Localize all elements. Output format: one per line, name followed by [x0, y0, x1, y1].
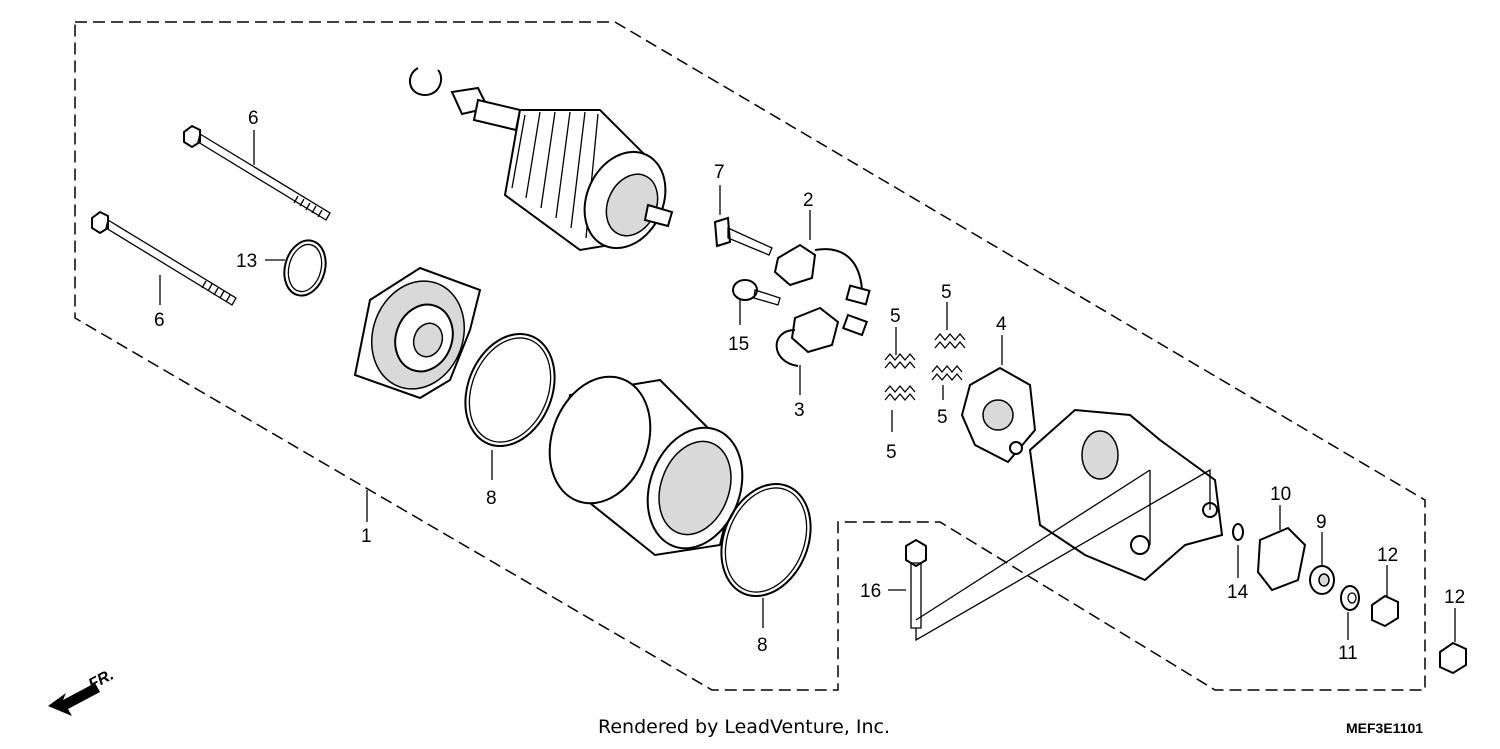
callout-5d: 5: [886, 442, 897, 463]
callout-5b: 5: [890, 306, 901, 327]
callout-8a: 8: [486, 488, 497, 509]
nut-12-outer: [1439, 641, 1467, 675]
callout-4: 4: [996, 314, 1007, 335]
callout-7: 7: [714, 162, 725, 183]
callout-13: 13: [236, 251, 257, 272]
callout-5c: 5: [937, 407, 948, 428]
callout-6a: 6: [248, 108, 259, 129]
assembly-boundary: [74, 21, 1426, 691]
yoke-housing: [548, 375, 744, 557]
armature: [450, 86, 674, 252]
callout-8b: 8: [757, 635, 768, 656]
callout-numbers: 1 2 3 4 5 5 5 5 6 6 7 8 8 9 10 11 12 12 …: [154, 108, 1465, 664]
diagram-code: MEF3E1101: [1346, 720, 1424, 736]
snap-ring: [409, 67, 443, 97]
washer-14: [1232, 523, 1244, 541]
o-ring-13: [283, 239, 327, 297]
rear-cover: [1028, 408, 1224, 582]
washer-9: [1309, 565, 1335, 595]
terminal-insulator-10: [1256, 526, 1307, 592]
screw-15: [732, 279, 781, 306]
nut-12-inner: [1371, 594, 1399, 628]
brush-holder-3: [775, 306, 869, 367]
bolt-lower: [91, 210, 237, 306]
callout-5a: 5: [941, 282, 952, 303]
callout-15: 15: [728, 334, 749, 355]
washer-11: [1340, 585, 1360, 611]
screw-7: [713, 216, 773, 256]
callout-2: 2: [803, 190, 814, 211]
callout-1: 1: [361, 526, 372, 547]
bolt-upper: [183, 124, 331, 221]
o-ring-8-left: [464, 332, 556, 448]
callout-6b: 6: [154, 310, 165, 331]
callout-12b: 12: [1444, 587, 1465, 608]
callout-12a: 12: [1377, 545, 1398, 566]
brush-spring-holder-4: [960, 366, 1037, 464]
brush-holder-2: [773, 243, 871, 306]
footer-credit: Rendered by LeadVenture, Inc.: [598, 716, 891, 738]
callout-10: 10: [1270, 484, 1291, 505]
callout-14: 14: [1227, 582, 1249, 603]
front-direction-arrow-icon: FR.: [48, 666, 117, 716]
o-ring-8-right: [720, 482, 812, 598]
front-cover: [353, 266, 482, 400]
callout-3: 3: [794, 400, 805, 421]
callout-9: 9: [1316, 512, 1327, 533]
leader-lines: [159, 130, 1456, 642]
bolt-16: [905, 538, 927, 629]
callout-11: 11: [1338, 643, 1358, 664]
bolt-16-routing: [915, 468, 1211, 642]
springs-5: [884, 332, 966, 402]
callout-16: 16: [860, 581, 881, 602]
